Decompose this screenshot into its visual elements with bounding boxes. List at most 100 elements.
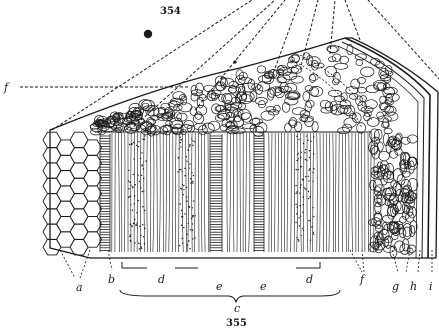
stipple-dot [306,135,307,136]
stipple-dot [136,225,137,226]
stipple-dot [132,210,133,211]
pith-cell [285,123,292,132]
pith-cell [303,92,310,102]
fiber-line [333,133,334,252]
stipple-dot [312,181,313,182]
stipple-dot [304,152,305,153]
stipple-dot [188,206,189,207]
stipple-dot [295,204,296,205]
fiber-line [335,133,336,252]
stem-section [50,38,438,258]
figure-number-top: 354 [160,6,181,17]
stipple-dot [179,245,180,246]
stipple-dot [298,158,299,159]
stipple-dot [130,234,131,235]
stipple-dot [310,220,311,221]
stipple-dot [308,191,309,192]
stipple-dot [183,227,184,228]
fiber-line [303,133,304,252]
pith-cell [377,112,384,119]
stipple-dot [182,242,183,243]
stipple-dot [181,188,182,189]
label-g: g [392,280,399,293]
stipple-dot [297,206,298,207]
stipple-dot [313,216,314,217]
stipple-dot [178,157,179,158]
stipple-dot [130,224,131,225]
cortex-cells [369,129,418,258]
stipple-dot [187,149,188,150]
stipple-dot [189,144,190,145]
stipple-dot [192,207,193,208]
stipple-dot [194,237,195,238]
cortex-cell [391,181,397,187]
stipple-dot [182,238,183,239]
fiber-line [147,133,148,252]
stipple-dot [144,135,145,136]
stipple-dot [131,143,132,144]
pith-cell [220,125,227,131]
stipple-dot [128,170,129,171]
stipple-dot [305,159,306,160]
pith-cell [112,125,123,131]
stipple-dot [180,142,181,143]
stipple-dot [303,196,304,197]
stipple-dot [128,197,129,198]
stipple-dot [192,182,193,183]
stipple-dot [134,219,135,220]
stipple-dot [304,187,305,188]
stipple-dot [130,240,131,241]
stipple-dot [182,216,183,217]
stipple-dot [138,141,139,142]
pith-cell [216,83,224,91]
stipple-dot [300,216,301,217]
stipple-dot [192,238,193,239]
pith-cell [139,100,152,111]
stipple-dot [141,246,142,247]
figure-number-bottom: 355 [226,318,247,329]
fiber-line [307,133,308,252]
label-b: b [108,273,115,286]
stipple-dot [144,243,145,244]
cortex-cell [408,245,416,253]
pith-cell [328,90,341,96]
vascular-fibers [112,133,375,252]
stipple-dot [309,150,310,151]
stipple-dot [183,189,184,190]
stipple-dot [190,229,191,230]
stipple-dot [295,185,296,186]
cortex-cell [401,137,410,144]
pith-cell [257,82,269,92]
label-a: a [76,281,83,294]
fiber-line [349,133,350,252]
fiber-line [294,133,295,252]
fiber-line [137,133,138,252]
fiber-line [175,133,176,252]
label-d-left: d [158,273,165,286]
stipple-dot [184,213,185,214]
stipple-dot [300,166,301,167]
stipple-dot [296,136,297,137]
fiber-line [300,133,301,252]
stipple-dot [192,229,193,230]
pith-cell [352,113,361,123]
fiber-line [346,133,347,252]
fiber-line [192,133,193,252]
stipple-dot [186,161,187,162]
stipple-dot [191,218,192,219]
stipple-dot [132,186,133,187]
stipple-dot [296,191,297,192]
pith-cell [309,75,315,83]
stipple-dot [296,169,297,170]
stipple-dot [295,222,296,223]
label-d-right: d [306,273,313,286]
stipple-dot [192,140,193,141]
pith-cell [384,128,392,133]
stipple-dot [141,175,142,176]
pith-cell [190,107,197,116]
fiber-line [124,133,125,252]
stipple-dot [190,182,191,183]
hex-cell [43,193,61,209]
stipple-dot [129,196,130,197]
stipple-dot [138,146,139,147]
